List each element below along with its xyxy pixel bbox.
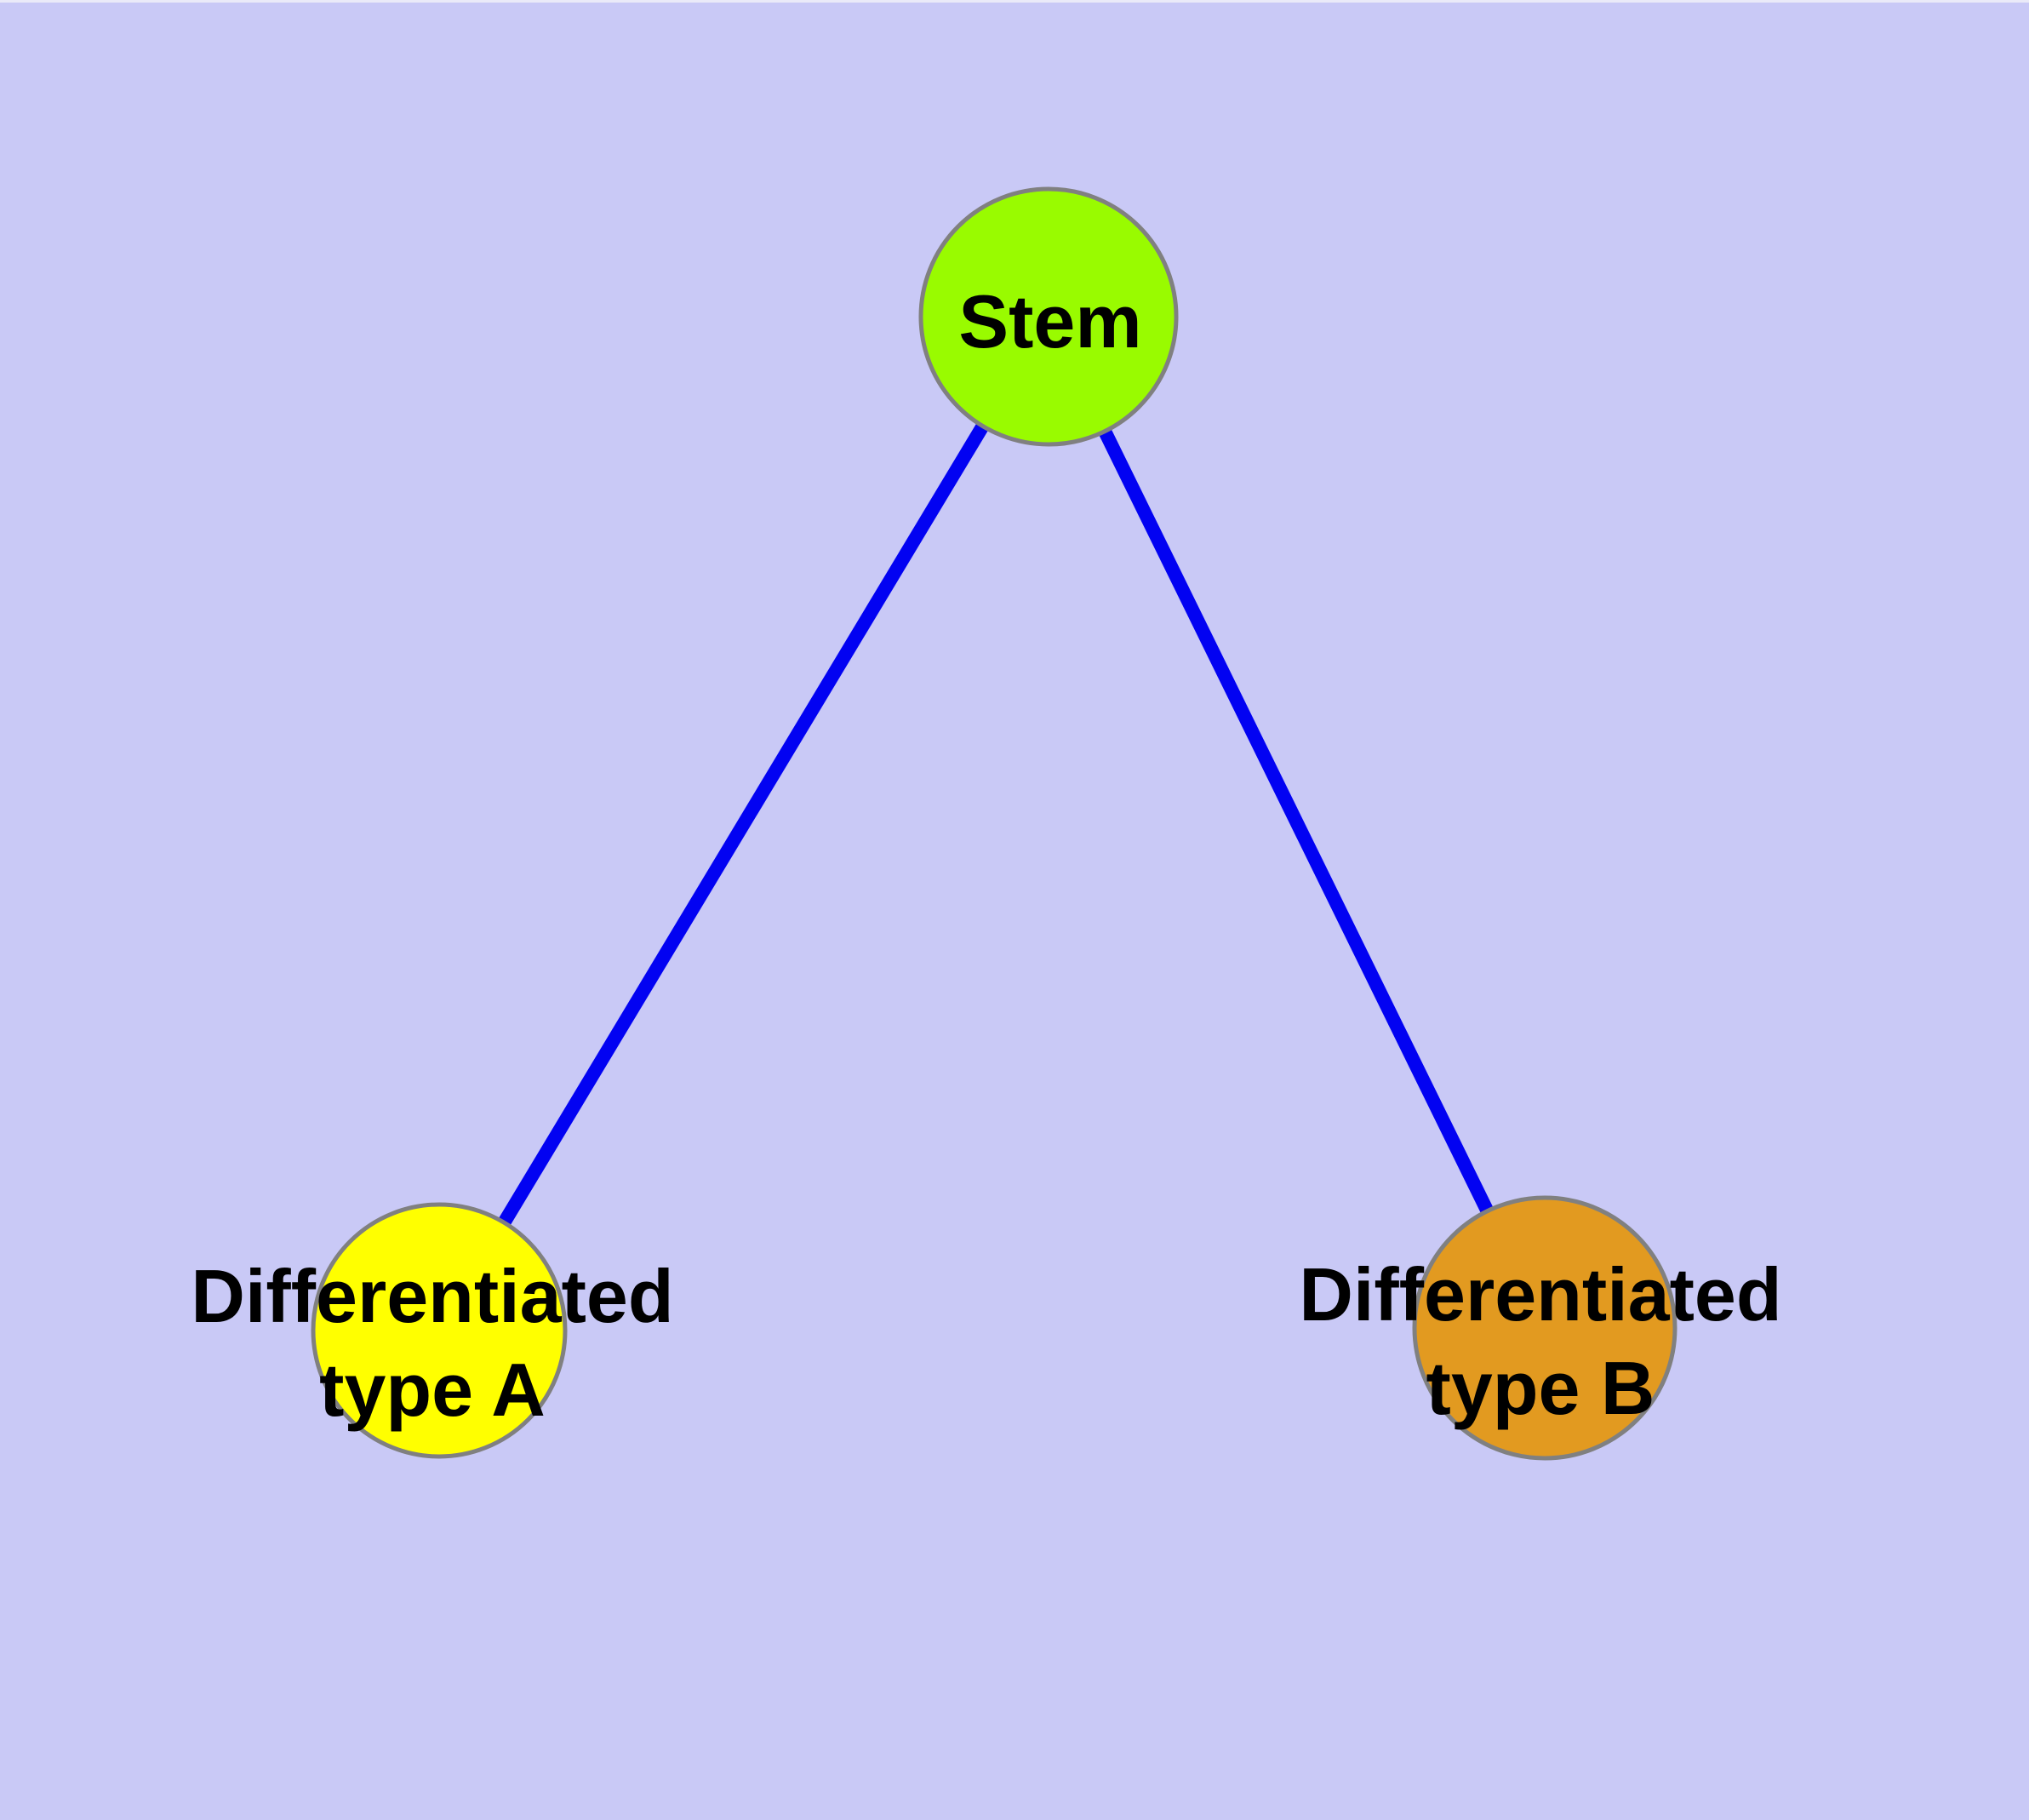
type-a-node-circle[interactable] — [311, 1202, 568, 1459]
edge-stem-to-type-a — [433, 312, 1055, 1335]
type-a-node-label: Differentiated type A — [191, 1254, 674, 1432]
type-b-node-label: Differentiated type B — [1299, 1252, 1782, 1430]
type-b-node-circle[interactable] — [1412, 1195, 1677, 1461]
stem-node-label: Stem — [958, 279, 1142, 363]
top-edge-highlight — [0, 0, 2029, 3]
stem-node-circle[interactable] — [918, 186, 1179, 447]
edge-stem-to-type-b — [1042, 313, 1552, 1331]
